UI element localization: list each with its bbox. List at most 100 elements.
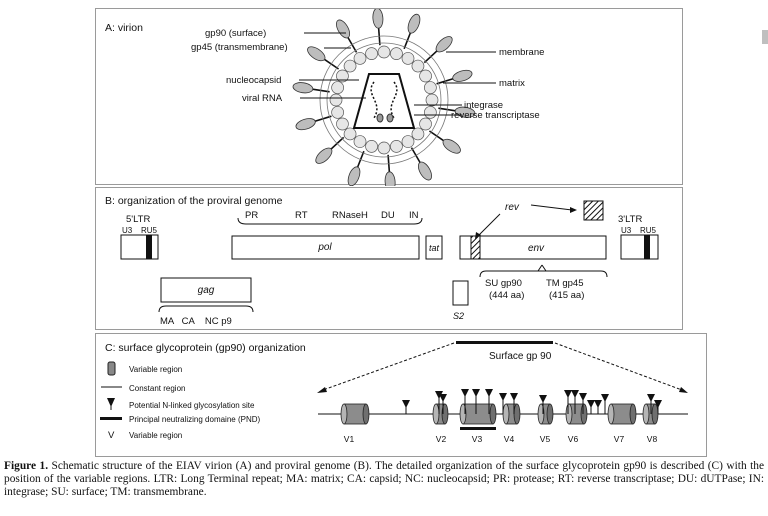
matrix-bead [419,69,432,83]
matrix-bead [424,81,437,94]
glycosylation-sites [402,389,662,414]
glycosylation-triangle [601,394,609,402]
label-matrix: matrix [499,78,525,89]
spike-stalk [387,154,391,174]
glycosylation-triangle [510,393,518,401]
su-label: SU gp90 [485,278,522,289]
gp90-diagram: C: surface glycoprotein (gp90) organizat… [100,341,688,444]
gag-label: gag [198,285,215,296]
label-reverse-transcriptase: reverse transcriptase [451,110,540,121]
left-arrowhead [317,387,327,393]
right-arrowhead [679,387,688,393]
spike-head [295,118,316,131]
panel-a-title: A: virion [105,22,143,34]
virion-diagram: A: virion gp90 (surface) gp45 (transmemb… [105,9,544,186]
spike-head [307,46,326,62]
glycosylation-triangle [472,389,480,397]
glycosylation-triangle [402,400,410,408]
label-gp90: gp90 (surface) [205,28,266,39]
matrix-bead [390,47,403,60]
cylinder-cap-right [489,403,497,425]
env-label: env [528,243,545,254]
callout-lines [299,32,496,116]
spike-stalk [423,49,439,64]
tat-box [425,235,443,260]
pnd-bar [460,427,496,430]
cylinder-cap-left [502,403,510,425]
rev-splice-arrowhead [570,207,577,213]
label-viral-rna: viral RNA [242,93,283,104]
su-aa: (444 aa) [489,290,524,301]
cylinder-cap-left [432,403,440,425]
left-dashed-arrow [322,342,455,391]
region-v1: V1 [344,434,355,444]
pol-box [231,235,420,260]
region-v2: V2 [436,434,447,444]
matrix-bead [377,45,391,59]
scrollbar-thumb[interactable] [762,30,768,44]
legend-text-variable: Variable region [129,365,182,374]
label-membrane: membrane [499,47,544,58]
env-cleavage-mark-2 [541,264,547,272]
ltr5-ru5: RU5 [141,226,158,235]
spike-head [417,161,432,181]
pol-domain-du: DU [381,210,395,221]
pol-domain-rt: RT [295,210,308,221]
spike-stalk [356,150,365,170]
outer-membrane [319,35,449,165]
tm-aa: (415 aa) [549,290,584,301]
glycosylation-triangle [564,390,572,398]
glycosylation-triangle [571,390,579,398]
spike-stalk [436,77,455,85]
figure-caption: Figure 1. Schematic structure of the EIA… [4,460,764,499]
panel-a-virion: A: virion gp90 (surface) gp45 (transmemb… [95,8,683,186]
rev-label: rev [505,202,520,213]
matrix-bead [343,127,357,141]
spike-head [435,36,453,53]
region-v6: V6 [568,434,579,444]
legend-text-constant: Constant region [129,384,185,393]
matrix-bead [425,93,439,107]
panel-b-genome: B: organization of the proviral genome 5… [95,187,683,330]
ltr3-ru5: RU5 [640,226,657,235]
genome-diagram: B: organization of the proviral genome 5… [105,195,659,327]
tat-label: tat [429,243,440,253]
s2-box [452,280,469,306]
spike-stalk [313,115,332,123]
matrix-bead [424,106,437,119]
legend-glyco-triangle [107,398,115,407]
spike-stalk [438,107,458,112]
cylinder-cap-left [607,403,615,425]
spike-stalk [310,88,330,93]
tm-label: TM gp45 [546,278,584,289]
region-v3: V3 [472,434,483,444]
panel-c-gp90: C: surface glycoprotein (gp90) organizat… [95,333,707,457]
spike-stalk [410,147,422,165]
matrix-bead [401,52,415,65]
region-v8: V8 [647,434,658,444]
glycosylation-triangle [485,389,493,397]
spike-head [315,147,333,164]
matrix-bead [411,59,425,73]
spike-stalk [329,136,345,151]
rev-pointer-line [477,213,501,237]
ltr3-ru5-band [644,235,650,259]
cylinder-cap-right [580,403,588,425]
spike-head [372,9,384,29]
legend-text-v: Variable region [129,431,182,440]
spike-stalk [346,35,358,53]
caption-label: Figure 1. [4,460,49,472]
pol-label: pol [317,242,332,253]
gag-box [160,277,252,303]
pol-domain-bracket [237,217,423,225]
spike-head [407,13,421,34]
label-gp45: gp45 (transmembrane) [191,42,288,53]
matrix-bead [365,47,378,60]
gag-domain-bracket [158,305,254,313]
right-dashed-arrow [554,342,683,391]
matrix-bead [419,117,432,131]
surface-gp90-bar [456,341,553,344]
glycosylation-triangle [539,395,547,403]
ltr5-label: 5'LTR [126,214,150,225]
spike-head [452,69,473,82]
